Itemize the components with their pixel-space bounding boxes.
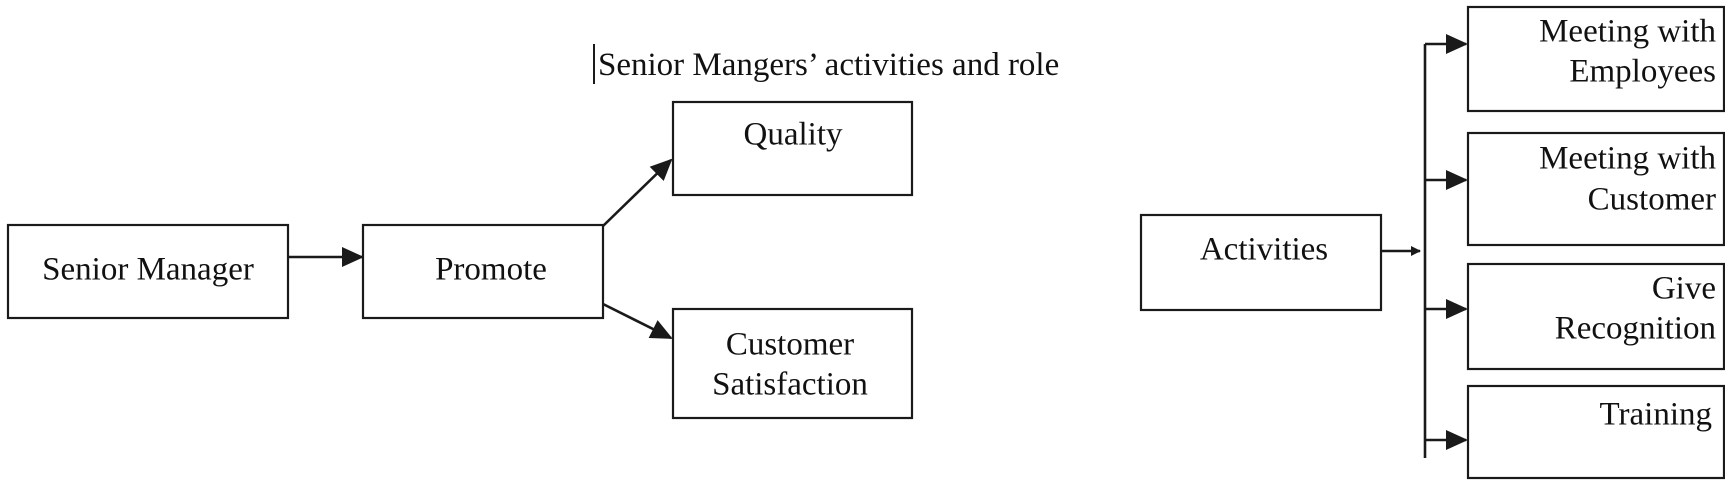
node-give-recognition-label-2: Recognition <box>1555 311 1716 347</box>
node-senior-manager-label: Senior Manager <box>42 252 254 288</box>
node-meeting-customer <box>1466 131 1725 247</box>
node-meeting-customer-label-2: Customer <box>1588 182 1716 218</box>
diagram-title: Senior Mangers’ activities and role <box>598 47 1059 83</box>
node-give-recognition <box>1466 262 1725 371</box>
node-training-label: Training <box>1600 397 1712 433</box>
node-give-recognition-label-1: Give <box>1652 271 1716 307</box>
node-customer-satisfaction-label-1: Customer <box>726 327 854 363</box>
node-meeting-employees-label-2: Employees <box>1569 54 1716 90</box>
edge-promote-to-quality <box>602 158 673 227</box>
node-activities-label: Activities <box>1200 232 1328 268</box>
node-activities <box>1139 213 1383 312</box>
edge-promote-to-customer-satisfaction <box>602 302 673 340</box>
node-promote <box>361 223 605 320</box>
node-customer-satisfaction-label-2: Satisfaction <box>712 367 868 403</box>
node-senior-manager <box>6 223 290 320</box>
node-meeting-employees-label-1: Meeting with <box>1539 14 1716 50</box>
node-quality-label: Quality <box>744 117 843 153</box>
node-training <box>1466 384 1725 480</box>
node-promote-label: Promote <box>435 252 547 288</box>
node-meeting-employees <box>1466 5 1725 113</box>
node-meeting-customer-label-1: Meeting with <box>1539 141 1716 177</box>
node-customer-satisfaction <box>671 307 914 420</box>
node-quality <box>671 100 914 197</box>
